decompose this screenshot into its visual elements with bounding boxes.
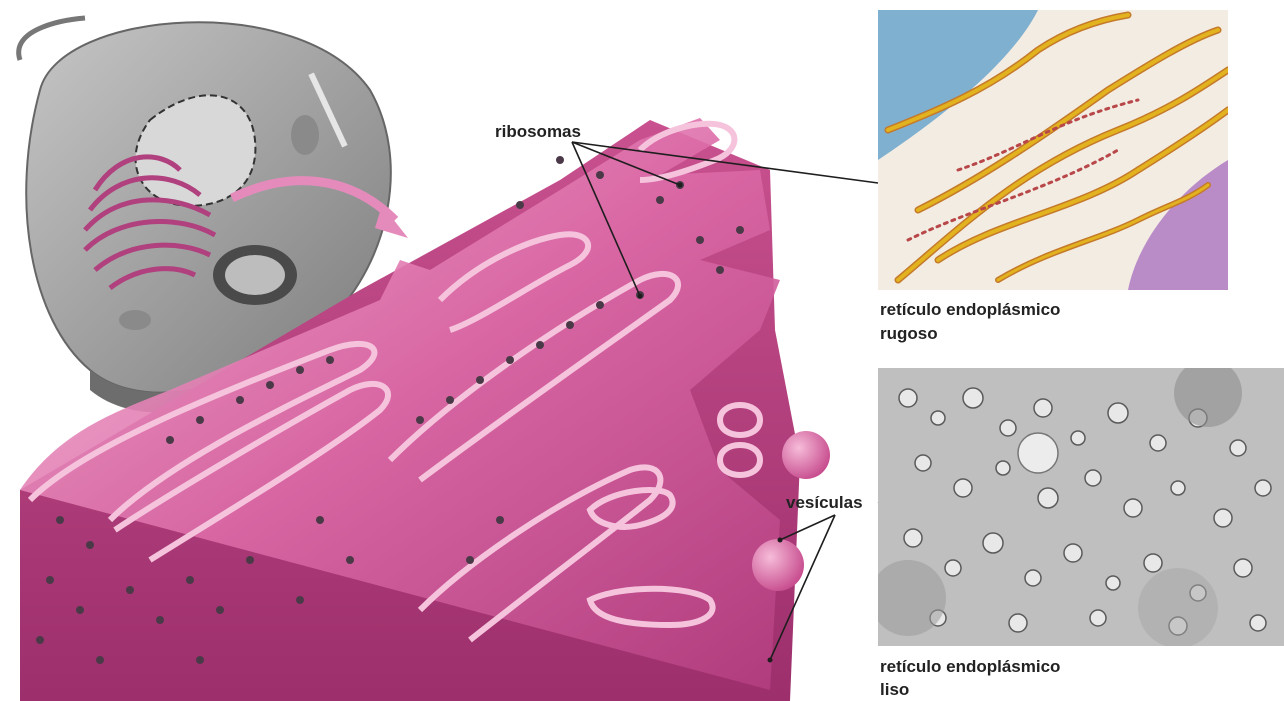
rough-er-micrograph xyxy=(878,10,1228,290)
vesicles-label: vesículas xyxy=(786,491,863,514)
vesicle xyxy=(752,539,804,591)
ribosomes-label: ribosomas xyxy=(495,120,581,143)
smooth-er-caption-line2: liso xyxy=(880,678,909,701)
smooth-er-micrograph xyxy=(878,368,1284,646)
vesicle xyxy=(782,431,830,479)
rough-er-caption-line2: rugoso xyxy=(880,322,938,345)
rough-er-caption-line1: retículo endoplásmico xyxy=(880,298,1060,321)
smooth-er-caption-line1: retículo endoplásmico xyxy=(880,655,1060,678)
